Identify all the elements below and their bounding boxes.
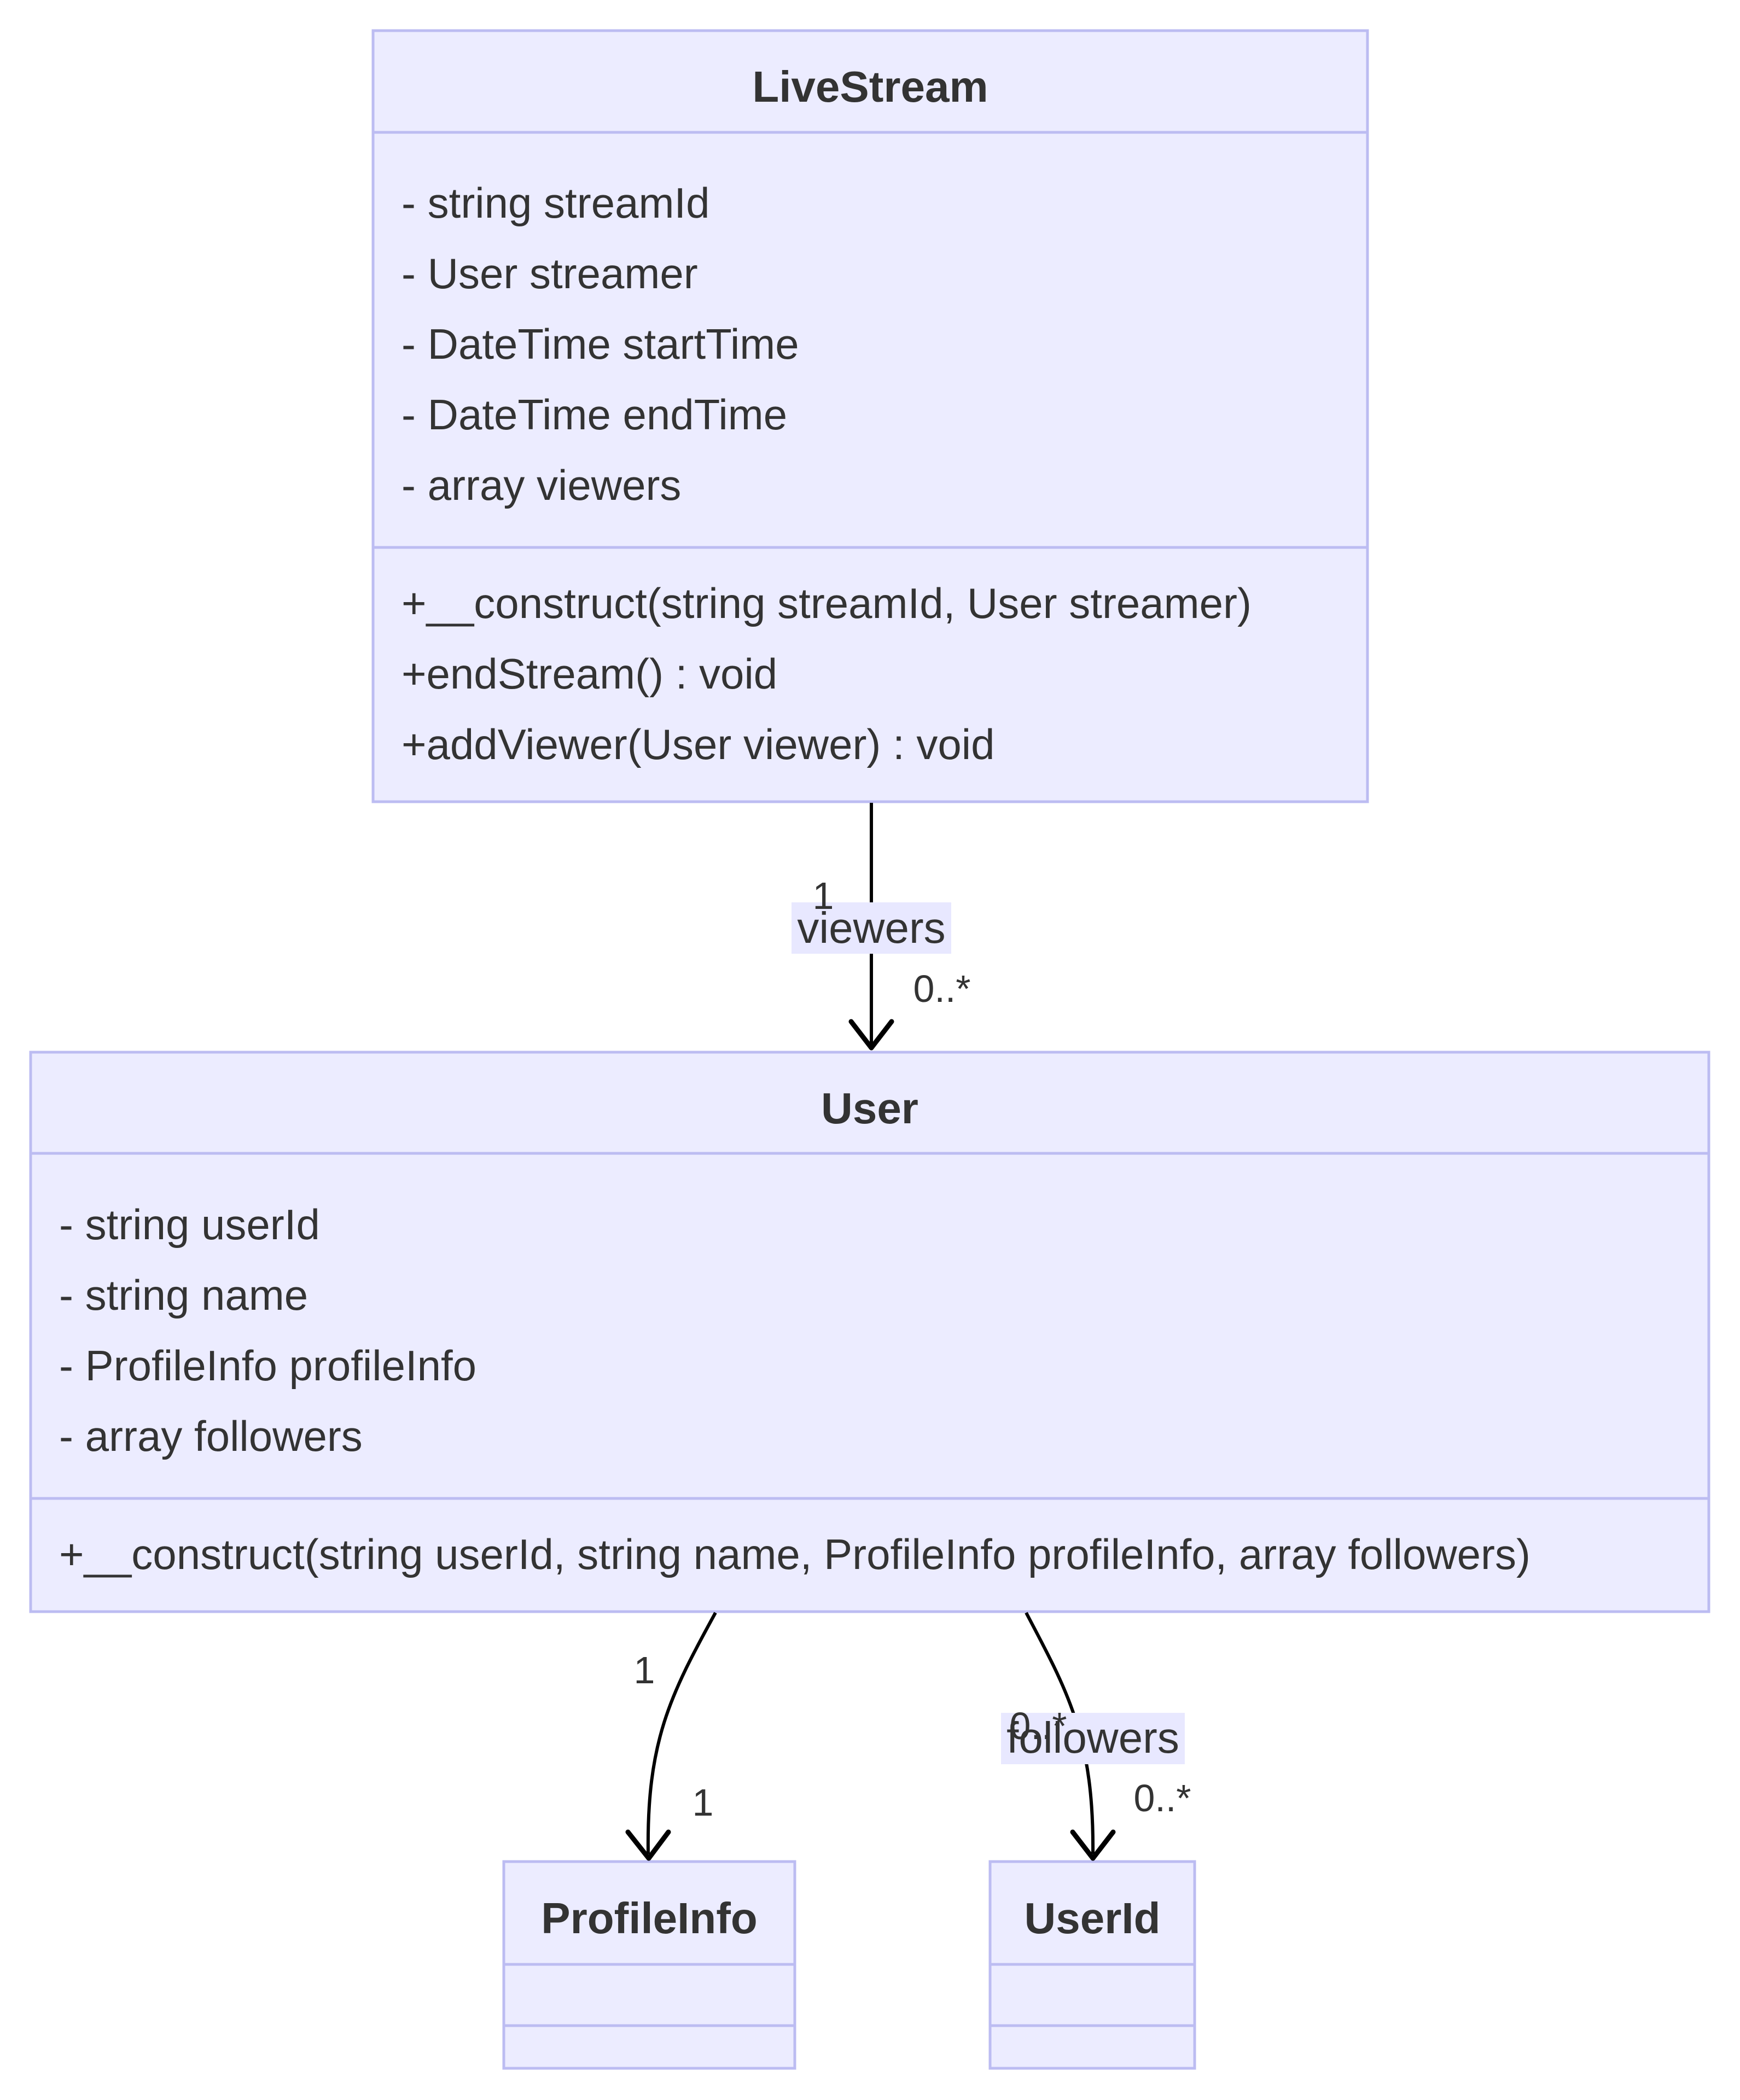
class-profileinfo[interactable]: ProfileInfo [502, 1860, 796, 2070]
relation-livestream-user-source-multiplicity: 1 [813, 874, 834, 917]
relation-user-userid-source-multiplicity: 0..* [1009, 1705, 1067, 1747]
class-profileinfo-title: ProfileInfo [541, 1894, 758, 1942]
class-livestream-attribute: - DateTime endTime [401, 390, 787, 439]
class-user-attribute: - string userId [59, 1200, 320, 1249]
relation-user-userid-label-bg [1001, 1713, 1185, 1764]
class-userid[interactable]: UserId [988, 1860, 1196, 2070]
class-userid-title: UserId [1025, 1894, 1161, 1942]
class-livestream-method: +addViewer(User viewer) : void [401, 720, 995, 768]
relation-livestream-user[interactable]: viewers 1 0..* [792, 803, 971, 1051]
relation-user-userid[interactable]: 0..* followers 0..* [1001, 1612, 1191, 1861]
class-user-title: User [821, 1084, 918, 1133]
class-user-attribute: - array followers [59, 1412, 363, 1460]
class-user-method: +__construct(string userId, string name,… [59, 1530, 1530, 1578]
class-livestream-attribute: - array viewers [401, 461, 681, 509]
relation-user-userid-arrowhead [1070, 1829, 1116, 1861]
relation-user-profileinfo-source-multiplicity: 1 [634, 1649, 655, 1691]
relation-user-userid-target-multiplicity: 0..* [1133, 1777, 1191, 1819]
relation-user-userid-label: followers [1006, 1713, 1179, 1762]
class-livestream-method: +endStream() : void [401, 650, 777, 698]
relation-livestream-user-target-multiplicity: 0..* [913, 967, 970, 1010]
class-user[interactable]: User - string userId - string name - Pro… [29, 1051, 1710, 1613]
class-livestream-attribute: - User streamer [401, 249, 698, 298]
relation-user-profileinfo[interactable]: 1 1 [625, 1612, 717, 1861]
class-user-attribute: - ProfileInfo profileInfo [59, 1341, 476, 1390]
class-livestream-title: LiveStream [752, 62, 988, 111]
relation-user-profileinfo-target-multiplicity: 1 [692, 1781, 714, 1824]
relation-user-profileinfo-line [646, 1612, 717, 1854]
relation-livestream-user-arrowhead [848, 1019, 894, 1051]
class-livestream-attribute: - string streamId [401, 179, 709, 227]
relation-livestream-user-label-bg [792, 902, 951, 954]
relation-livestream-user-label: viewers [797, 903, 945, 952]
class-livestream-box [371, 29, 1369, 803]
class-user-box [29, 1051, 1710, 1613]
class-livestream-attribute: - DateTime startTime [401, 320, 799, 368]
class-livestream[interactable]: LiveStream - string streamId - User stre… [371, 29, 1369, 803]
class-user-attribute: - string name [59, 1271, 308, 1319]
relation-user-profileinfo-arrowhead [625, 1829, 671, 1861]
class-livestream-method: +__construct(string streamId, User strea… [401, 579, 1252, 627]
